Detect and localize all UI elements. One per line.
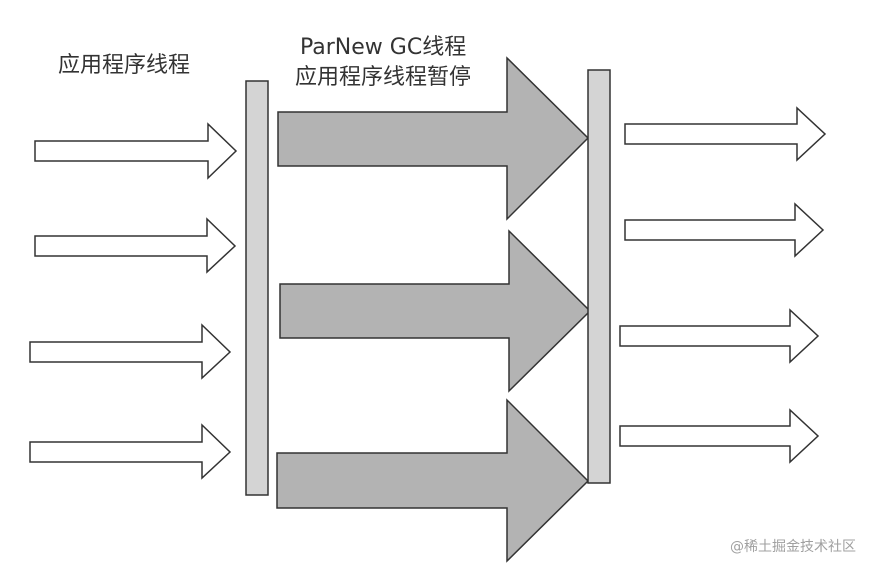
gc-thread-arrow-1 (277, 56, 590, 221)
app-thread-arrow-4 (29, 423, 232, 480)
gc-threads-label: ParNew GC线程 (300, 35, 467, 60)
app-threads-after (619, 106, 827, 464)
gc-thread-arrow-3 (276, 398, 590, 563)
gc-thread-arrow-2 (279, 229, 592, 393)
app-thread-arrow-1 (34, 122, 238, 180)
safepoint-barrier-end (587, 69, 611, 484)
app-thread-arrow-2 (34, 217, 237, 274)
watermark: @稀土掘金技术社区 (730, 539, 856, 555)
app-threads-before (29, 122, 238, 480)
app-thread-after-arrow-1 (624, 106, 827, 162)
app-paused-label: 应用程序线程暂停 (295, 65, 472, 90)
app-thread-after-arrow-3 (619, 308, 820, 364)
app-thread-after-arrow-4 (619, 408, 820, 464)
app-thread-arrow-3 (29, 323, 232, 380)
safepoint-barrier-start (245, 80, 269, 496)
gc-threads (276, 56, 592, 563)
app-threads-label: 应用程序线程 (58, 53, 191, 78)
app-thread-after-arrow-2 (624, 202, 825, 258)
